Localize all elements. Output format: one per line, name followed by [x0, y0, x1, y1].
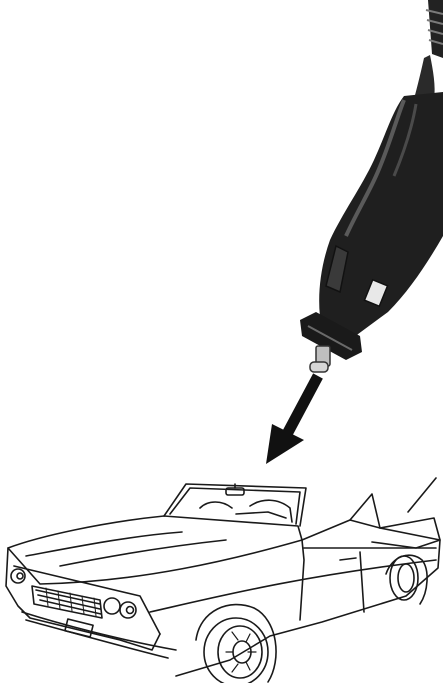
car-front-wheel: [195, 603, 277, 683]
charger-cable: [425, 0, 443, 58]
car-charger-plug-icon: [300, 0, 443, 373]
convertible-car-icon: [5, 477, 441, 683]
car-windshield: [163, 483, 307, 527]
car-rear-wheel: [385, 554, 428, 605]
car-hood: [7, 515, 303, 585]
arrow-down-left-icon: [266, 373, 323, 464]
car-grille: [31, 585, 103, 619]
charger-body: [319, 92, 443, 340]
car-body-side: [175, 519, 441, 677]
charger-neck: [412, 55, 435, 106]
